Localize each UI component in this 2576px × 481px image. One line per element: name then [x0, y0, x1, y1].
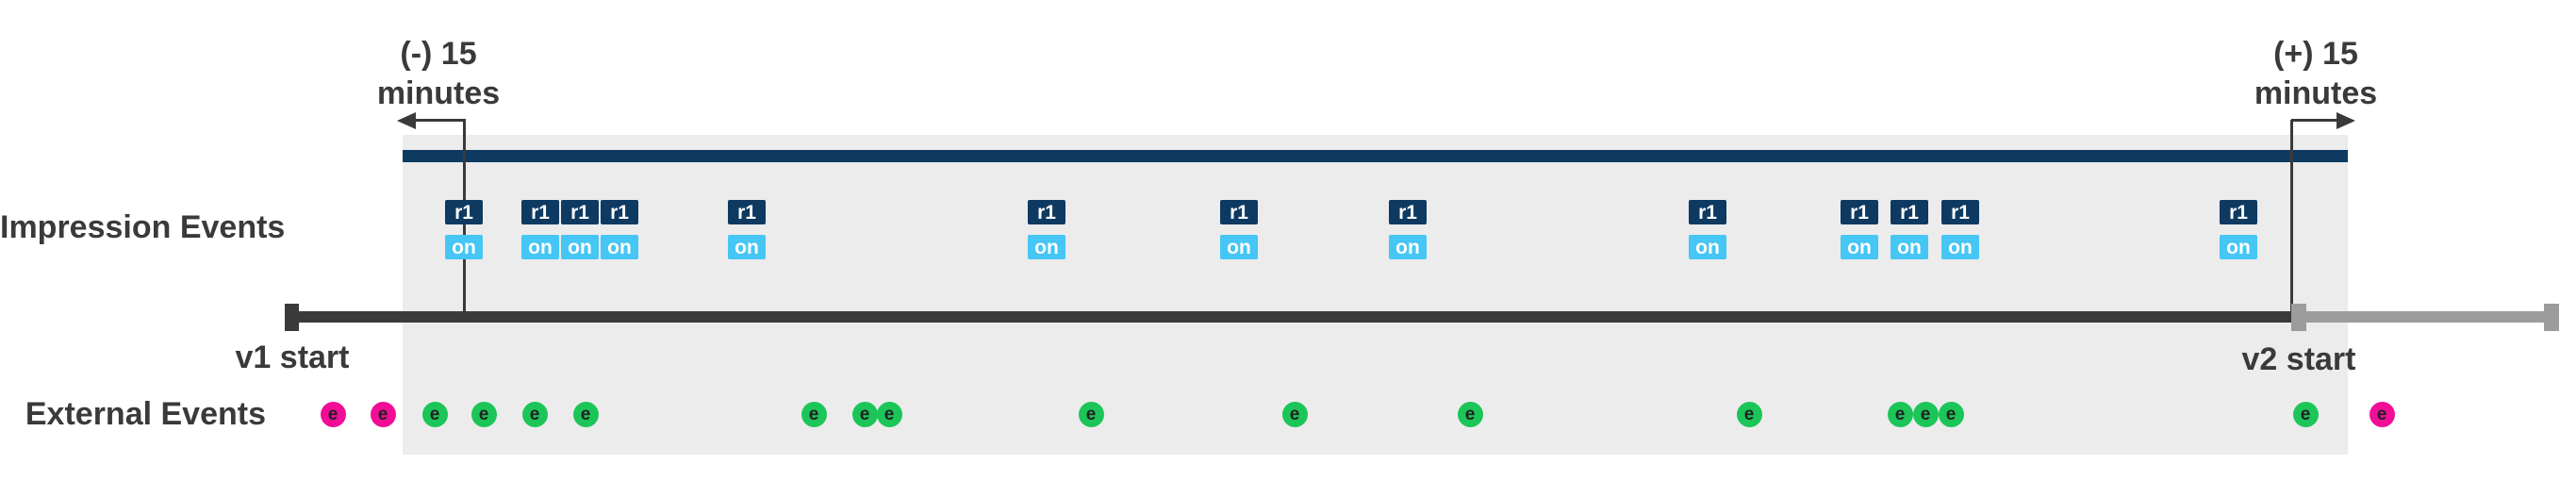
external-event-dot-green: e	[1887, 402, 1913, 427]
external-event-dot-green: e	[1078, 402, 1104, 427]
impression-badge-r1: r1	[1220, 200, 1258, 224]
plus-15-marker-line	[2290, 120, 2293, 311]
impression-badge-r1: r1	[2220, 200, 2257, 224]
right-arrow-icon	[2337, 112, 2355, 129]
external-event-dot-pink: e	[370, 402, 396, 427]
experiment-duration-bar	[403, 150, 2348, 162]
external-event-dot-green: e	[1457, 402, 1483, 427]
plus-15-line2: minutes	[2254, 75, 2378, 111]
plus-15-minutes-label: (+) 15 minutes	[2203, 34, 2429, 113]
impression-event: r1 on	[1841, 200, 1878, 259]
minus-15-minutes-label: (-) 15 minutes	[325, 34, 552, 113]
impression-badge-on: on	[521, 235, 559, 259]
impression-badge-r1: r1	[521, 200, 559, 224]
impression-badge-r1: r1	[445, 200, 483, 224]
impression-event: r1 on	[561, 200, 599, 259]
external-event-dot-green: e	[421, 402, 448, 427]
impression-badge-r1: r1	[1028, 200, 1065, 224]
impression-badge-r1: r1	[1941, 200, 1979, 224]
impression-badge-r1: r1	[728, 200, 766, 224]
external-event-dot-green: e	[2292, 402, 2319, 427]
impression-badge-on: on	[2220, 235, 2257, 259]
minus-15-arrow-line	[415, 119, 466, 122]
impression-badge-on: on	[601, 235, 638, 259]
impression-badge-on: on	[1689, 235, 1726, 259]
impression-badge-r1: r1	[601, 200, 638, 224]
impression-badge-on: on	[1941, 235, 1979, 259]
external-events-label: External Events	[25, 396, 266, 432]
impression-badge-r1: r1	[1689, 200, 1726, 224]
minus-15-line2: minutes	[376, 75, 501, 111]
impression-badge-on: on	[1220, 235, 1258, 259]
external-event-dot-pink: e	[320, 402, 346, 427]
external-event-dot-green: e	[1912, 402, 1939, 427]
experiment-window-panel	[403, 135, 2348, 455]
impression-badge-on: on	[728, 235, 766, 259]
impression-event: r1 on	[1389, 200, 1427, 259]
impression-badge-r1: r1	[1389, 200, 1427, 224]
impression-event: r1 on	[1028, 200, 1065, 259]
impression-event: r1 on	[2220, 200, 2257, 259]
impression-event: r1 on	[1689, 200, 1726, 259]
impression-event: r1 on	[521, 200, 559, 259]
external-event-dot-green: e	[876, 402, 902, 427]
impression-event: r1 on	[1891, 200, 1928, 259]
minus-15-line1: (-) 15	[400, 36, 477, 72]
impression-event: r1 on	[1220, 200, 1258, 259]
timeline-bar-v2	[2306, 311, 2544, 323]
external-event-dot-green: e	[851, 402, 878, 427]
v2-start-label: v2 start	[2241, 341, 2356, 377]
impression-event: r1 on	[1941, 200, 1979, 259]
impression-badge-on: on	[1389, 235, 1427, 259]
external-event-dot-green: e	[1736, 402, 1762, 427]
impression-badge-r1: r1	[1841, 200, 1878, 224]
external-event-dot-green: e	[521, 402, 548, 427]
impression-badge-on: on	[445, 235, 483, 259]
impression-event: r1 on	[445, 200, 483, 259]
v2-start-cap	[2291, 304, 2306, 331]
plus-15-arrow-line	[2291, 119, 2338, 122]
external-event-dot-green: e	[1938, 402, 1964, 427]
external-event-dot-green: e	[572, 402, 599, 427]
impression-badge-on: on	[1841, 235, 1878, 259]
external-event-dot-green: e	[471, 402, 497, 427]
impression-badge-r1: r1	[561, 200, 599, 224]
impression-badge-r1: r1	[1891, 200, 1928, 224]
external-event-dot-pink: e	[2369, 402, 2395, 427]
v1-start-label: v1 start	[235, 340, 350, 375]
impression-badge-on: on	[1028, 235, 1065, 259]
impression-badge-on: on	[561, 235, 599, 259]
impression-events-label: Impression Events	[0, 209, 286, 245]
external-event-dot-green: e	[801, 402, 827, 427]
timeline-end-cap	[2544, 304, 2559, 331]
left-arrow-icon	[397, 112, 416, 129]
impression-badge-on: on	[1891, 235, 1928, 259]
external-event-dot-green: e	[1281, 402, 1308, 427]
timeline-bar-v1	[288, 311, 2291, 323]
impression-event: r1 on	[728, 200, 766, 259]
impression-event: r1 on	[601, 200, 638, 259]
plus-15-line1: (+) 15	[2273, 36, 2358, 72]
